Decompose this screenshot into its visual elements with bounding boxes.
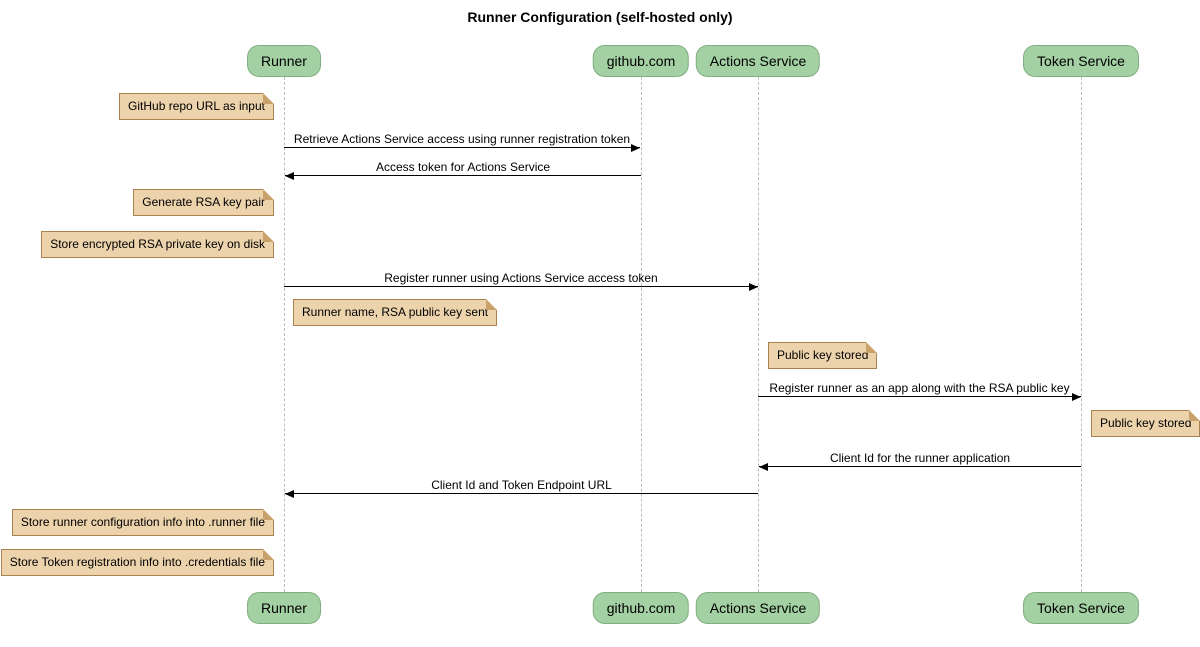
message-label: Retrieve Actions Service access using ru…: [293, 132, 631, 146]
note-folded-corner-icon: [866, 342, 878, 353]
arrowhead-right-icon: [631, 144, 640, 152]
participant-actions-service-top: Actions Service: [695, 45, 821, 77]
message-line: [285, 172, 641, 180]
participant-github-com-bottom: github.com: [592, 592, 690, 624]
note-text: Generate RSA key pair: [142, 195, 265, 209]
message-label: Register runner as an app along with the…: [769, 381, 1070, 395]
note-folded-corner-icon: [486, 299, 498, 310]
message-label: Client Id for the runner application: [829, 451, 1011, 465]
message-label: Client Id and Token Endpoint URL: [431, 478, 612, 492]
note-github-repo-url: GitHub repo URL as input: [119, 93, 274, 120]
message-line: [284, 283, 758, 291]
note-store-encrypted-rsa-key: Store encrypted RSA private key on disk: [41, 231, 274, 258]
note-folded-corner-icon: [1189, 410, 1200, 421]
message-register-runner-as-app: Register runner as an app along with the…: [758, 381, 1081, 401]
lifeline-token-service: [1081, 77, 1082, 592]
diagram-title: Runner Configuration (self-hosted only): [467, 9, 733, 25]
note-text: Runner name, RSA public key sent: [302, 305, 489, 319]
participant-runner-bottom: Runner: [247, 592, 321, 624]
note-text: GitHub repo URL as input: [128, 99, 265, 113]
arrowhead-left-icon: [285, 172, 294, 180]
note-folded-corner-icon: [263, 231, 274, 242]
message-access-token: Access token for Actions Service: [285, 160, 641, 180]
participant-token-service-top: Token Service: [1023, 45, 1139, 77]
arrowhead-right-icon: [749, 283, 758, 291]
lifeline-actions-service: [758, 77, 759, 592]
note-runner-name-public-key: Runner name, RSA public key sent: [293, 299, 498, 326]
participant-actions-service-bottom: Actions Service: [695, 592, 821, 624]
message-retrieve-actions-access: Retrieve Actions Service access using ru…: [284, 132, 640, 152]
message-line: [284, 144, 640, 152]
note-store-token-registration: Store Token registration info into .cred…: [0, 549, 274, 576]
participant-github-com-top: github.com: [592, 45, 690, 77]
note-text: Store runner configuration info into .ru…: [20, 515, 265, 529]
message-register-runner: Register runner using Actions Service ac…: [284, 271, 758, 291]
participant-token-service-bottom: Token Service: [1023, 592, 1139, 624]
note-folded-corner-icon: [263, 549, 274, 560]
arrowhead-right-icon: [1072, 393, 1081, 401]
message-client-id-token-endpoint: Client Id and Token Endpoint URL: [285, 478, 758, 498]
note-public-key-stored-token: Public key stored: [1091, 410, 1200, 437]
message-line: [758, 393, 1081, 401]
message-label: Access token for Actions Service: [375, 160, 551, 174]
lifeline-runner: [284, 77, 285, 592]
note-folded-corner-icon: [263, 93, 274, 104]
note-store-runner-config: Store runner configuration info into .ru…: [11, 509, 274, 536]
note-folded-corner-icon: [263, 189, 274, 200]
message-line: [759, 463, 1081, 471]
lifeline-github-com: [641, 77, 642, 592]
message-line: [285, 490, 758, 498]
note-public-key-stored-actions: Public key stored: [768, 342, 878, 369]
participant-runner-top: Runner: [247, 45, 321, 77]
note-generate-rsa-key-pair: Generate RSA key pair: [133, 189, 274, 216]
note-folded-corner-icon: [263, 509, 274, 520]
message-label: Register runner using Actions Service ac…: [384, 271, 658, 285]
arrowhead-left-icon: [285, 490, 294, 498]
note-text: Store Token registration info into .cred…: [9, 555, 265, 569]
arrowhead-left-icon: [759, 463, 768, 471]
note-text: Store encrypted RSA private key on disk: [50, 237, 265, 251]
note-text: Public key stored: [777, 348, 869, 362]
note-text: Public key stored: [1100, 416, 1192, 430]
message-client-id-runner-app: Client Id for the runner application: [759, 451, 1081, 471]
